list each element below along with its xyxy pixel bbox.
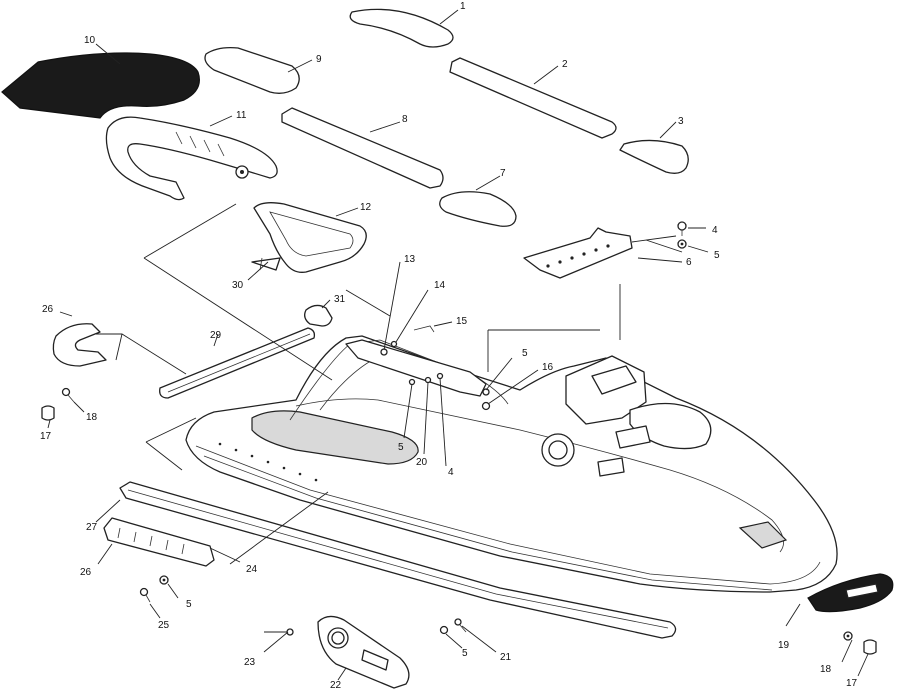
callout-5-right: 5 <box>522 348 528 359</box>
pad-1 <box>349 8 454 48</box>
cap-17-left <box>41 405 55 421</box>
callout-9: 9 <box>316 54 322 65</box>
callout-11: 11 <box>236 110 247 121</box>
callout-8: 8 <box>402 114 408 125</box>
callout-3: 3 <box>678 116 684 127</box>
callout-20: 20 <box>416 457 428 468</box>
pad-9 <box>204 46 300 94</box>
washer-5-bottom-mid <box>439 625 449 635</box>
callout-17-left: 17 <box>40 431 52 442</box>
washer-5-mid <box>482 388 490 396</box>
hull-main <box>185 335 838 593</box>
rub-rail-24 <box>119 481 677 639</box>
pad-8 <box>281 107 444 189</box>
callout-2: 2 <box>562 59 568 70</box>
callout-5-top: 5 <box>714 250 720 261</box>
callout-23: 23 <box>244 657 256 668</box>
callout-4-mid: 4 <box>448 467 454 478</box>
washer-5-top <box>677 239 687 249</box>
rod-29 <box>159 327 316 399</box>
screw-4-mid <box>436 372 444 380</box>
callout-14: 14 <box>434 280 446 291</box>
grille-panel-22 <box>317 615 410 689</box>
leader-lines <box>47 9 869 681</box>
callout-25: 25 <box>158 620 170 631</box>
callout-17-right: 17 <box>846 678 858 689</box>
callout-19: 19 <box>778 640 790 651</box>
clip-15 <box>413 325 435 333</box>
screw-4-top <box>677 221 687 236</box>
callout-31: 31 <box>334 294 346 305</box>
callout-18-left: 18 <box>86 412 98 423</box>
callout-12: 12 <box>360 202 372 213</box>
callout-4-top: 4 <box>712 225 718 236</box>
callout-22: 22 <box>330 680 342 690</box>
callout-labels: 1 2 3 4 5 6 7 8 9 10 11 12 13 14 15 5 16… <box>40 1 858 690</box>
callout-7: 7 <box>500 168 506 179</box>
callout-29: 29 <box>210 330 222 341</box>
storage-tub-12 <box>253 202 367 273</box>
bracket-plate-6 <box>523 227 633 279</box>
callout-27: 27 <box>86 522 98 533</box>
callout-6: 6 <box>686 257 692 268</box>
screw-25 <box>139 587 151 603</box>
callout-16: 16 <box>542 362 554 373</box>
washer-18-right <box>843 631 853 641</box>
callout-5-mid: 5 <box>398 442 404 453</box>
pad-2 <box>449 57 617 139</box>
nut-20 <box>424 376 432 384</box>
mat-10 <box>1 52 200 119</box>
callout-30: 30 <box>232 280 244 291</box>
bumper-19 <box>807 573 894 613</box>
fastener-14 <box>390 340 398 348</box>
callout-1: 1 <box>460 1 466 12</box>
screw-18-left <box>61 387 75 403</box>
callout-5-bottom-mid: 5 <box>462 648 468 659</box>
pin-23 <box>264 628 294 636</box>
callout-21: 21 <box>500 652 512 663</box>
washer-5-left <box>408 378 416 386</box>
plug-31 <box>304 304 333 327</box>
grab-handle-11 <box>105 116 278 201</box>
screw-16 <box>481 401 491 411</box>
washer-5-bottom-left <box>159 575 169 585</box>
callout-5-bottom-left: 5 <box>186 599 192 610</box>
callout-24: 24 <box>246 564 258 575</box>
cap-17-right <box>863 639 877 655</box>
callout-15: 15 <box>456 316 468 327</box>
callout-10: 10 <box>84 35 96 46</box>
callout-26-top: 26 <box>42 304 54 315</box>
pad-7 <box>439 191 517 227</box>
callout-18-right: 18 <box>820 664 832 675</box>
side-panel-26 <box>103 517 215 567</box>
bracket-26-top <box>52 323 107 367</box>
pad-3 <box>619 139 689 174</box>
screw-21 <box>454 618 467 633</box>
callout-13: 13 <box>404 254 416 265</box>
callout-26-bottom: 26 <box>80 567 92 578</box>
